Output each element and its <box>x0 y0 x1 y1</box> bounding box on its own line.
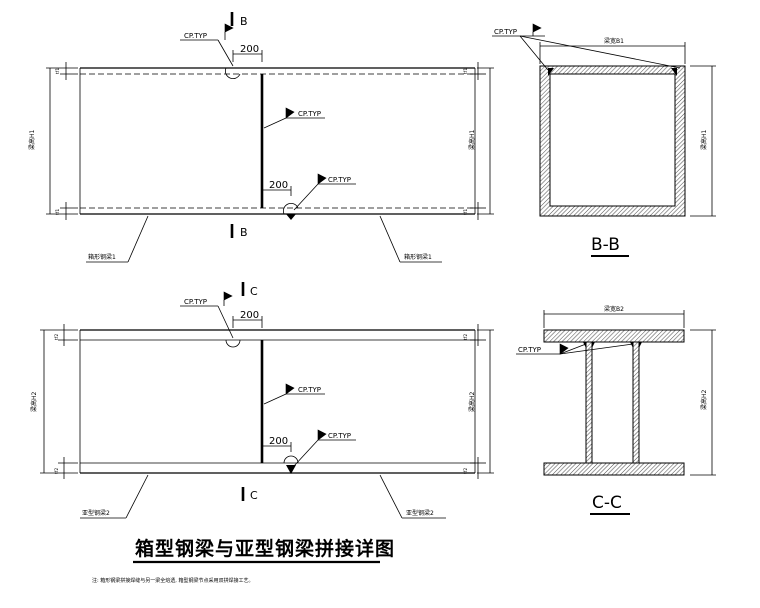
dim-200-bottom: 200 <box>261 180 292 196</box>
cc-web-right <box>632 341 640 464</box>
bb-weld-callout: CP.TYP <box>492 23 681 71</box>
flange-label-b-left-top: tf1 <box>55 68 61 74</box>
weld-label-bb: CP.TYP <box>494 28 517 36</box>
cc-web-left <box>585 341 593 464</box>
dim-200-label-1: 200 <box>240 44 259 55</box>
weld-label-c1: CP.TYP <box>184 298 207 306</box>
flange-label-c-left-top: tf2 <box>54 334 60 340</box>
elevation-c: C C CP.TYP 200 CP.TYP 200 <box>30 282 494 519</box>
leaders-c: 亚型钢梁2 亚型钢梁2 <box>80 474 446 519</box>
right-dims-c: 梁高H2 tf2 tf2 <box>463 324 494 479</box>
weld-symbol-bottom-c <box>286 465 296 474</box>
leader-label-1a: 箱形钢梁1 <box>88 253 116 261</box>
bb-height-dim: 梁高H1 <box>690 65 716 217</box>
cut-label-bottom-c: C <box>250 489 258 502</box>
cut-label-top: B <box>240 15 248 28</box>
beam-width-label-2: 梁宽B2 <box>604 305 624 313</box>
weld-callout-top-c: CP.TYP <box>180 291 234 339</box>
drawing-title: 箱型钢梁与亚型钢梁拼接详图 <box>135 537 395 560</box>
section-label-bb: B-B <box>591 235 620 255</box>
cc-height-dim: 梁高H2 <box>690 329 716 476</box>
leader-label-1b: 箱形钢梁1 <box>404 253 432 261</box>
leader-label-2a: 亚型钢梁2 <box>82 509 110 517</box>
cc-bottom-flange <box>543 462 685 476</box>
flange-label-c-left-bottom: tf2 <box>54 468 60 474</box>
weld-callout-web-c: CP.TYP <box>263 383 325 405</box>
bb-width-dim: 梁宽B1 <box>539 37 686 64</box>
right-dims-b: 梁高H1 tf1 tf1 <box>463 62 494 220</box>
left-dims-b: 梁高H1 tf1 tf1 <box>28 62 78 220</box>
flange-label-b-left-bottom: tf1 <box>55 209 61 215</box>
flange-label-b-right-bottom: tf1 <box>463 209 469 215</box>
flange-label-b-right-top: tf1 <box>463 68 469 74</box>
weld-callout-top: CP.TYP <box>180 23 234 67</box>
beam-height-label-b-left: 梁高H1 <box>28 129 36 150</box>
dim-200-label-c1: 200 <box>240 310 259 321</box>
dim-200-bottom-c: 200 <box>261 436 292 452</box>
weld-callout-web: CP.TYP <box>263 107 325 129</box>
dim-200-top: 200 <box>232 44 263 62</box>
dim-200-top-c: 200 <box>232 310 263 328</box>
beam-height-label-c-right: 梁高H2 <box>468 391 476 412</box>
access-hole-top <box>225 67 241 80</box>
flange-label-c-right-top: tf2 <box>463 334 469 340</box>
weld-label-cc: CP.TYP <box>518 346 541 354</box>
leader-label-2b: 亚型钢梁2 <box>406 509 434 517</box>
leaders-b: 箱形钢梁1 箱形钢梁1 <box>86 215 442 263</box>
elevation-b: B B CP.TYP 200 CP.TYP 200 <box>28 12 494 263</box>
section-cc: 梁宽B2 CP.TYP 梁高H2 C-C <box>516 305 716 515</box>
access-hole-top-c <box>225 339 241 348</box>
cut-label-bottom: B <box>240 226 248 239</box>
weld-label-2: CP.TYP <box>298 110 321 118</box>
access-hole-bottom-c <box>283 455 299 464</box>
dim-200-label-2: 200 <box>269 180 288 191</box>
drawing-note: 注: 箱形钢梁拼接焊缝与另一梁全熔透, 箱型钢梁节点采用双拼焊接工艺。 <box>92 577 253 584</box>
access-hole-bottom <box>283 202 299 215</box>
box-section-inner <box>549 73 676 207</box>
weld-label-c3: CP.TYP <box>328 432 351 440</box>
section-label-cc: C-C <box>592 493 622 513</box>
cc-width-dim: 梁宽B2 <box>543 305 685 328</box>
beam-height-label-c-left: 梁高H2 <box>30 391 38 412</box>
weld-callout-bottom-c: CP.TYP <box>293 429 356 467</box>
beam-height-label-bb: 梁高H1 <box>700 129 708 150</box>
weld-label-3: CP.TYP <box>328 176 351 184</box>
beam-height-label-cc: 梁高H2 <box>700 389 708 410</box>
beam-width-label-1: 梁宽B1 <box>604 37 624 45</box>
cc-top-flange <box>543 329 685 343</box>
weld-label-c2: CP.TYP <box>298 386 321 394</box>
cc-weld-callout: CP.TYP <box>516 343 634 355</box>
cut-label-top-c: C <box>250 285 258 298</box>
weld-symbol-bottom <box>286 214 296 220</box>
flange-label-c-right-bottom: tf2 <box>463 468 469 474</box>
weld-label-1: CP.TYP <box>184 32 207 40</box>
weld-callout-bottom: CP.TYP <box>293 173 356 211</box>
left-dims-c: 梁高H2 tf2 tf2 <box>30 324 78 479</box>
dim-200-label-c2: 200 <box>269 436 288 447</box>
beam-height-label-b-right: 梁高H1 <box>468 129 476 150</box>
section-bb: 梁宽B1 CP.TYP 梁高H1 B-B <box>492 23 716 257</box>
